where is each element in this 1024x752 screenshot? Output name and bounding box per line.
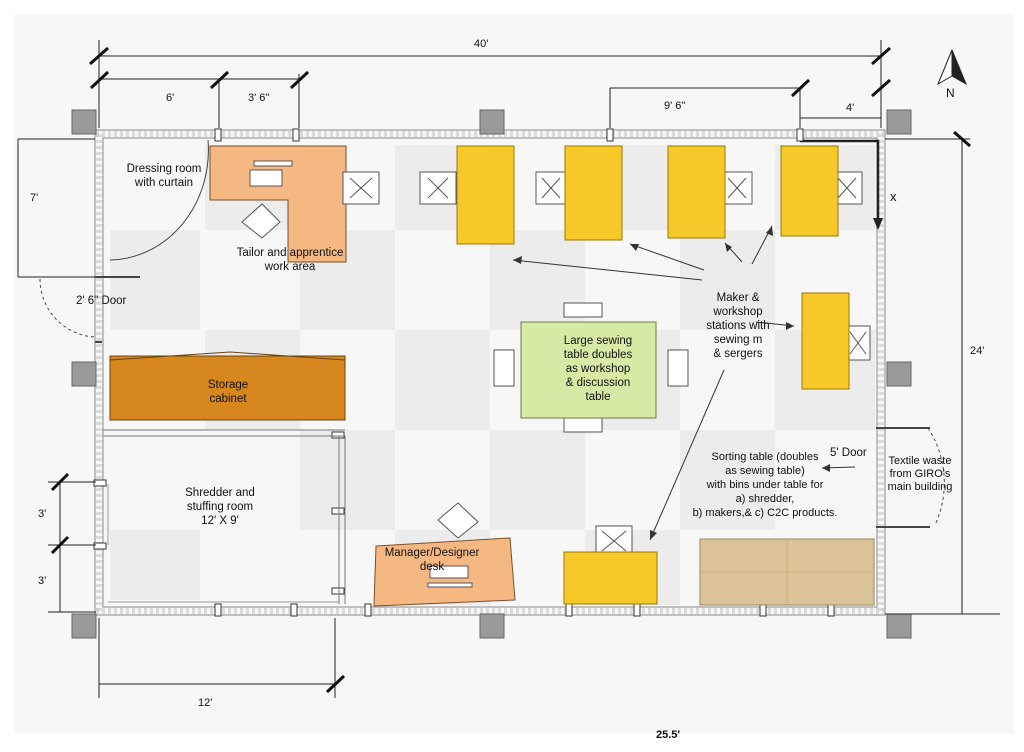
dark-wall-segment <box>800 139 880 228</box>
dim-left-3b: 3' <box>38 575 47 587</box>
maker-line4: sewing m <box>713 334 763 346</box>
textile-line2: from GIRO's <box>889 468 951 480</box>
dressing-room-label: Dressing room with curtain <box>112 162 216 190</box>
dressing-room-line2: with curtain <box>134 177 194 189</box>
dimension-slashes <box>50 46 971 694</box>
x-marker-label: x <box>890 189 897 204</box>
maker-stations-label: Maker & workshop stations with sewing m … <box>698 291 778 361</box>
large-table-line2: table doubles <box>563 349 633 361</box>
maker-line1: Maker & <box>716 292 760 304</box>
sorting-bins <box>699 538 875 606</box>
storage-line1: Storage <box>207 379 249 391</box>
building-columns <box>71 109 912 639</box>
maker-line5: & sergers <box>713 348 763 360</box>
manager-desk-label: Manager/Designer desk <box>372 546 492 574</box>
dim-bottom-12: 12' <box>198 697 213 709</box>
sorting-line5: b) makers,& c) C2C products. <box>692 507 838 519</box>
door-swings <box>39 139 945 528</box>
large-table-line5: table <box>585 391 611 403</box>
large-table-line3: as workshop <box>565 363 631 375</box>
window-markers <box>93 128 835 617</box>
door-2-6-label: 2' 6" Door <box>76 295 127 307</box>
textile-line1: Textile waste <box>888 455 952 467</box>
sorting-line2: as sewing table) <box>725 465 805 477</box>
tailor-desk-items <box>241 160 293 239</box>
tailor-area-label: Tailor and apprentice work area <box>220 246 360 274</box>
large-table-line4: & discussion <box>565 377 631 389</box>
wall-hatching <box>96 131 884 614</box>
sorting-line3: with bins under table for <box>706 479 824 491</box>
sorting-line4: a) shredder, <box>735 493 795 505</box>
dim-bottom-25-5: 25.5' <box>656 729 681 741</box>
dim-top-9-6: 9' 6" <box>664 100 686 112</box>
dimension-lines <box>17 40 1000 698</box>
manager-line1: Manager/Designer <box>384 547 480 559</box>
door-arrow-marker <box>873 218 883 230</box>
large-table-label: Large sewing table doubles as workshop &… <box>548 334 648 404</box>
maker-line2: workshop <box>713 306 763 318</box>
compass-arrow-icon <box>936 49 968 86</box>
storage-line2: cabinet <box>209 393 247 405</box>
manager-desk-shape <box>373 537 516 607</box>
shredder-line2: stuffing room <box>186 501 254 513</box>
dressing-room-line1: Dressing room <box>126 163 202 175</box>
maker-stations <box>456 145 850 605</box>
sorting-table-label: Sorting table (doubles as sewing table) … <box>670 450 860 520</box>
tailor-desk <box>209 145 347 263</box>
dim-top-4: 4' <box>846 102 855 114</box>
storage-cabinet-shape <box>109 351 346 421</box>
storage-cabinet-label: Storage cabinet <box>178 378 278 406</box>
shredder-room-label: Shredder and stuffing room 12' X 9' <box>160 486 280 528</box>
dim-top-40: 40' <box>474 38 489 50</box>
sorting-line1: Sorting table (doubles <box>711 451 819 463</box>
interior-partitions <box>103 429 346 604</box>
dim-left-7: 7' <box>30 192 39 204</box>
maker-line3: stations with <box>706 320 770 332</box>
shredder-line1: Shredder and <box>185 487 255 499</box>
tailor-area-line2: work area <box>264 261 316 273</box>
compass-label: N <box>946 86 955 100</box>
shredder-line3: 12' X 9' <box>201 515 239 527</box>
manager-line2: desk <box>419 561 445 573</box>
large-sewing-table <box>520 321 657 419</box>
annotation-arrowheads <box>513 226 830 540</box>
tailor-area-line1: Tailor and apprentice <box>236 247 344 259</box>
dim-top-3-6: 3' 6" <box>248 92 270 104</box>
textile-line3: main building <box>887 481 953 493</box>
door-5-label: 5' Door <box>830 447 867 459</box>
dim-right-24: 24' <box>970 345 985 357</box>
dim-left-3a: 3' <box>38 508 47 520</box>
textile-waste-label: Textile waste from GIRO's main building <box>874 455 966 494</box>
large-table-line1: Large sewing <box>563 335 633 347</box>
dim-top-6: 6' <box>166 92 175 104</box>
chair-crosses <box>349 177 867 552</box>
